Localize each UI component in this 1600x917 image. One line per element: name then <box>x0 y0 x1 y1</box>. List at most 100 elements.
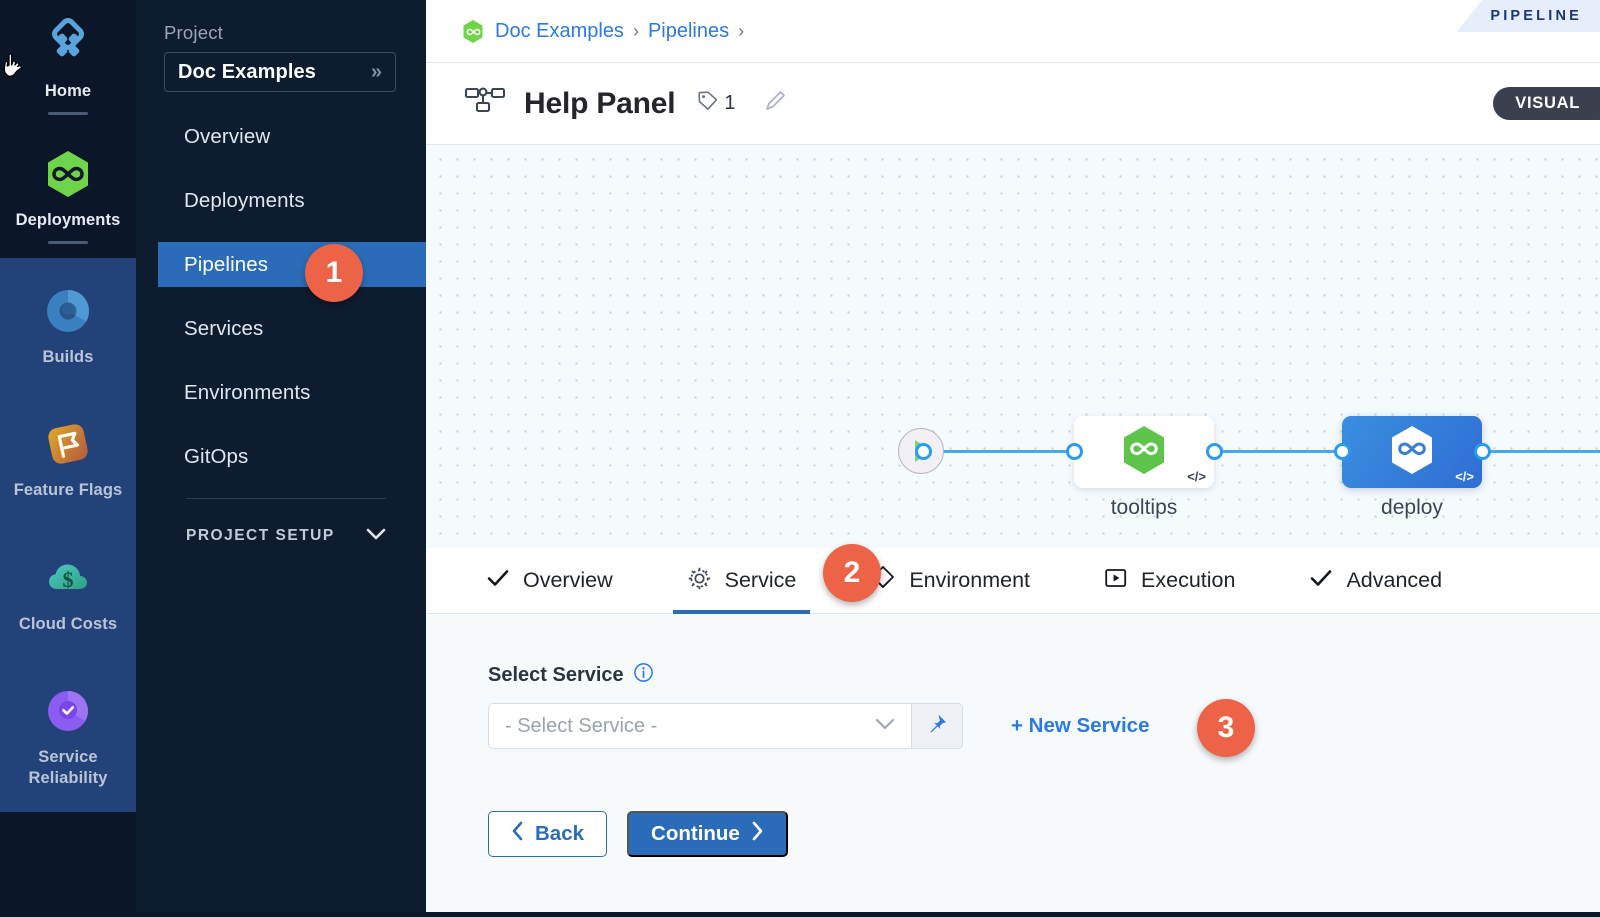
project-setup-toggle[interactable]: PROJECT SETUP <box>136 527 426 545</box>
check-icon <box>486 568 510 593</box>
stage-node-deploy[interactable]: </> deploy <box>1342 416 1482 519</box>
project-hexagon-icon <box>462 19 495 44</box>
rail-item-deployments[interactable]: Deployments <box>0 128 136 258</box>
tab-label: Service <box>724 568 797 592</box>
pipeline-graph-icon <box>464 86 524 121</box>
pipeline-ribbon-tab[interactable]: PIPELINE <box>1456 0 1600 32</box>
rail-item-service-reliability[interactable]: Service Reliability <box>0 658 136 813</box>
project-section-label: Project <box>164 22 223 43</box>
sidebar-item-label: GitOps <box>184 444 249 468</box>
breadcrumb-item-project[interactable]: Doc Examples <box>495 19 624 42</box>
callout-badge-1: 1 <box>305 244 363 302</box>
breadcrumb-separator: › <box>632 20 639 41</box>
rail-item-cloud-costs[interactable]: $ Cloud Costs <box>0 524 136 659</box>
tab-label: Execution <box>1141 568 1236 592</box>
tab-advanced[interactable]: Advanced <box>1309 548 1442 614</box>
breadcrumb: Doc Examples › Pipelines › PIPELINE <box>426 0 1600 62</box>
rail-item-home[interactable]: Home <box>0 0 136 129</box>
breadcrumb-separator: › <box>738 20 745 41</box>
code-badge: </> <box>1187 469 1206 484</box>
sidebar-item-services[interactable]: Services <box>136 306 426 351</box>
sidebar-item-environments[interactable]: Environments <box>136 370 426 415</box>
rail-active-underline <box>48 112 88 115</box>
sidebar-item-overview[interactable]: Overview <box>136 114 426 159</box>
stage-label: tooltips <box>1110 496 1178 519</box>
view-mode-toggle-visual[interactable]: VISUAL <box>1493 87 1600 120</box>
port-stage2-out[interactable] <box>1474 443 1491 460</box>
rail-item-label: Builds <box>42 347 94 366</box>
pipeline-ribbon-label: PIPELINE <box>1490 8 1582 24</box>
rail-item-label: Home <box>44 82 92 100</box>
tab-label: Advanced <box>1346 568 1443 592</box>
sidebar-item-deployments[interactable]: Deployments <box>136 178 426 223</box>
select-service-label-group: Select Service <box>488 662 1600 689</box>
chevron-right-icon <box>751 821 764 847</box>
bottom-edge <box>0 912 1600 917</box>
port-stage1-in[interactable] <box>1066 443 1083 460</box>
home-diamond-icon <box>41 18 95 72</box>
tag-count: 1 <box>724 92 736 114</box>
rail-item-label: Deployments <box>15 210 121 229</box>
port-stage2-in[interactable] <box>1334 443 1351 460</box>
project-selector[interactable]: Doc Examples » <box>164 52 396 92</box>
new-service-link[interactable]: + New Service <box>1011 714 1150 737</box>
sidebar-item-label: Deployments <box>184 188 305 212</box>
continue-button-label: Continue <box>651 822 740 845</box>
pipeline-edge <box>1214 450 1344 453</box>
chevron-down-icon <box>875 717 895 735</box>
select-service-value: - Select Service - <box>505 714 658 737</box>
port-start[interactable] <box>915 443 932 460</box>
rail-active-underline <box>48 241 88 244</box>
continue-button[interactable]: Continue <box>627 811 788 857</box>
rail-item-builds[interactable]: Builds <box>0 257 136 392</box>
feature-flags-icon <box>41 417 95 471</box>
project-nav: Overview Deployments Pipelines Services … <box>136 114 426 479</box>
select-service-label: Select Service <box>488 664 624 686</box>
tab-service[interactable]: Service <box>672 548 810 614</box>
select-service-control: - Select Service - <box>488 703 963 749</box>
rail-item-feature-flags[interactable]: Feature Flags <box>0 391 136 525</box>
select-service-row: - Select Service - + New Service <box>488 703 1600 749</box>
callout-badge-2: 2 <box>823 544 881 602</box>
pipeline-edge <box>1482 450 1600 453</box>
stage-label: deploy <box>1381 496 1443 519</box>
tab-overview[interactable]: Overview <box>486 548 613 614</box>
pipeline-canvas[interactable]: </> tooltips </> deploy <box>426 145 1600 548</box>
sidebar-item-label: Pipelines <box>184 252 269 276</box>
callout-badge-3: 3 <box>1197 699 1255 757</box>
service-form: Select Service - Select Service - <box>426 614 1600 917</box>
sidebar-item-gitops[interactable]: GitOps <box>136 434 426 479</box>
add-stage-label: Add Stage <box>1570 498 1600 522</box>
stage-node-tooltips[interactable]: </> tooltips <box>1074 416 1214 519</box>
tab-label: Environment <box>909 568 1031 592</box>
main-content: Doc Examples › Pipelines › PIPELINE <box>426 0 1600 917</box>
deployments-hexagon-icon <box>41 147 95 201</box>
chevron-double-right-icon: » <box>370 60 382 83</box>
check-icon <box>1309 568 1333 593</box>
gear-icon <box>687 566 712 596</box>
tab-environment[interactable]: Environment <box>870 548 1030 614</box>
mouse-cursor-icon <box>0 52 28 86</box>
info-icon[interactable] <box>633 662 654 689</box>
select-service-input[interactable]: - Select Service - <box>488 703 911 749</box>
sidebar-item-pipelines[interactable]: Pipelines <box>158 242 426 287</box>
harness-hexagon-green-icon <box>1121 424 1167 481</box>
chevron-down-icon <box>366 528 386 545</box>
port-stage1-out[interactable] <box>1206 443 1223 460</box>
rail-item-label: Service Reliability <box>28 748 108 787</box>
rail-item-label: Cloud Costs <box>18 614 118 633</box>
tab-execution[interactable]: Execution <box>1104 548 1235 614</box>
harness-hexagon-white-icon <box>1389 424 1435 481</box>
back-button-label: Back <box>535 822 585 845</box>
sidebar-divider <box>186 498 386 499</box>
project-setup-label: PROJECT SETUP <box>186 527 335 544</box>
back-button[interactable]: Back <box>488 811 608 857</box>
svg-text:$: $ <box>63 567 74 592</box>
pipeline-title-bar: Help Panel 1 VISUAL <box>426 62 1600 145</box>
pin-button[interactable] <box>911 703 963 749</box>
view-mode-label: VISUAL <box>1515 94 1580 112</box>
code-badge: </> <box>1455 469 1474 484</box>
breadcrumb-item-pipelines[interactable]: Pipelines <box>647 19 730 42</box>
pencil-icon[interactable] <box>762 88 788 119</box>
